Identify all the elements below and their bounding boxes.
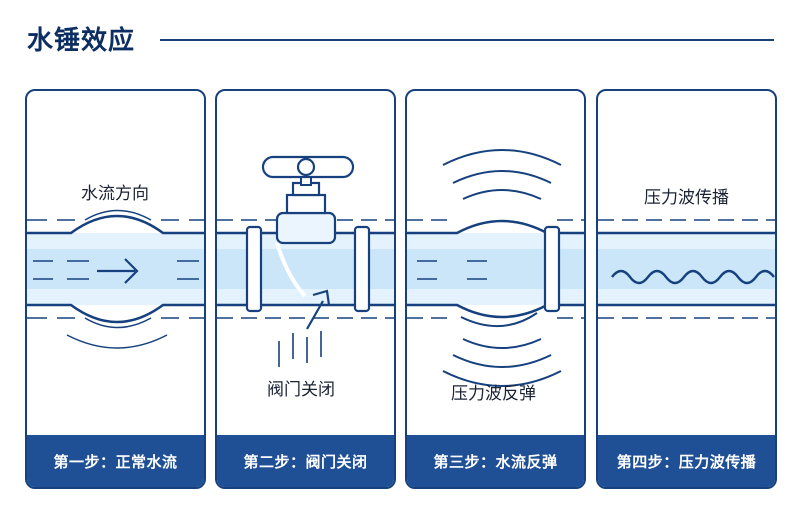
pressure-rebound-illustration bbox=[407, 149, 584, 387]
pressure-wave-icon bbox=[442, 149, 562, 387]
wave-icon bbox=[611, 269, 775, 285]
title-divider bbox=[160, 39, 774, 41]
panel-label: 阀门关闭 bbox=[267, 380, 335, 400]
pressure-propagation-illustration bbox=[598, 219, 775, 319]
panel-step-1: 水流方向 第一步：正常水流 bbox=[25, 89, 206, 489]
flow-arrow-icon bbox=[97, 258, 139, 284]
panel-label: 压力波传播 bbox=[644, 188, 729, 208]
panel-step-4: 压力波传播 第四步：压力波传播 bbox=[596, 89, 777, 489]
step-caption: 第三步：水流反弹 bbox=[407, 435, 584, 487]
step-caption: 第一步：正常水流 bbox=[27, 435, 204, 487]
valve-closing-illustration bbox=[217, 155, 394, 367]
panel-label: 水流方向 bbox=[81, 184, 149, 204]
panel-step-2: 阀门关闭 第二步：阀门关闭 bbox=[215, 89, 396, 489]
normal-flow-illustration bbox=[27, 209, 204, 349]
step-caption: 第四步：压力波传播 bbox=[598, 435, 775, 487]
page-title: 水锤效应 bbox=[27, 26, 136, 56]
panel-step-3: 压力波反弹 第三步：水流反弹 bbox=[405, 89, 586, 489]
step-caption: 第二步：阀门关闭 bbox=[217, 435, 394, 487]
panel-label: 压力波反弹 bbox=[451, 384, 536, 404]
upward-arrow-icon bbox=[306, 289, 331, 330]
valve-icon bbox=[261, 155, 355, 298]
